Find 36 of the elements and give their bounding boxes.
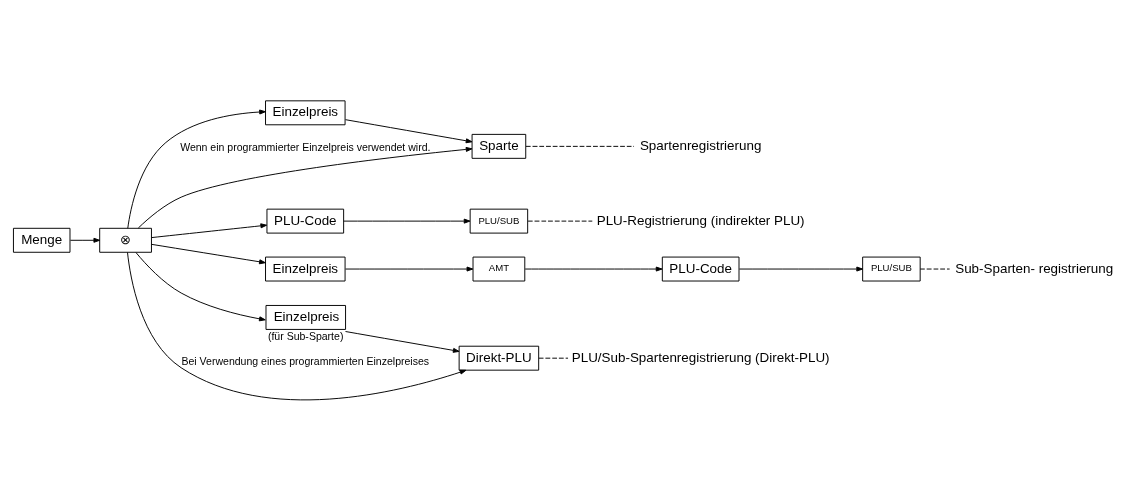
connector: [527, 220, 593, 222]
arrow: [127, 251, 467, 400]
node-text: PLU/Sub-Spartenregistrierung (Direkt-PLU): [571, 349, 830, 365]
node-label: (für Sub-Sparte): [267, 329, 344, 342]
node-text: Sub-Sparten- registrierung: [955, 260, 1114, 276]
arrow: [345, 266, 474, 272]
arrow: [151, 243, 266, 264]
node-text: Spartenregistrierung: [639, 137, 762, 153]
arrow: [524, 266, 663, 272]
edge-label: Bei Verwendung eines programmierten Einzelpreises: [181, 354, 430, 367]
arrow: [151, 222, 268, 238]
arrow: [137, 146, 473, 228]
node-box: Einzelpreis: [265, 304, 347, 330]
arrow: [343, 218, 471, 224]
node-box: ⊗: [99, 227, 152, 253]
node-text: PLU-Registrierung (indirekter PLU): [596, 212, 805, 228]
node-box: AMT: [472, 256, 526, 281]
arrow: [69, 237, 101, 243]
edge-label: Wenn ein programmierter Einzelpreis verwendet wird.: [180, 140, 431, 153]
connector: [525, 145, 635, 147]
node-box: PLU-Code: [661, 256, 740, 281]
node-box: Direkt-PLU: [458, 345, 540, 371]
node-box: PLU-Code: [266, 208, 345, 234]
connector: [919, 268, 951, 270]
node-box: PLU/SUB: [862, 256, 921, 281]
node-box: Einzelpreis: [265, 99, 346, 125]
arrow: [345, 330, 460, 353]
node-box: PLU/SUB: [469, 208, 529, 234]
arrow: [127, 109, 266, 229]
arrow: [345, 118, 473, 143]
arrow: [738, 266, 864, 272]
node-box: Sparte: [471, 133, 527, 159]
arrow: [135, 251, 266, 321]
node-box: Menge: [12, 227, 71, 253]
node-box: Einzelpreis: [265, 256, 346, 281]
connector: [538, 357, 569, 359]
